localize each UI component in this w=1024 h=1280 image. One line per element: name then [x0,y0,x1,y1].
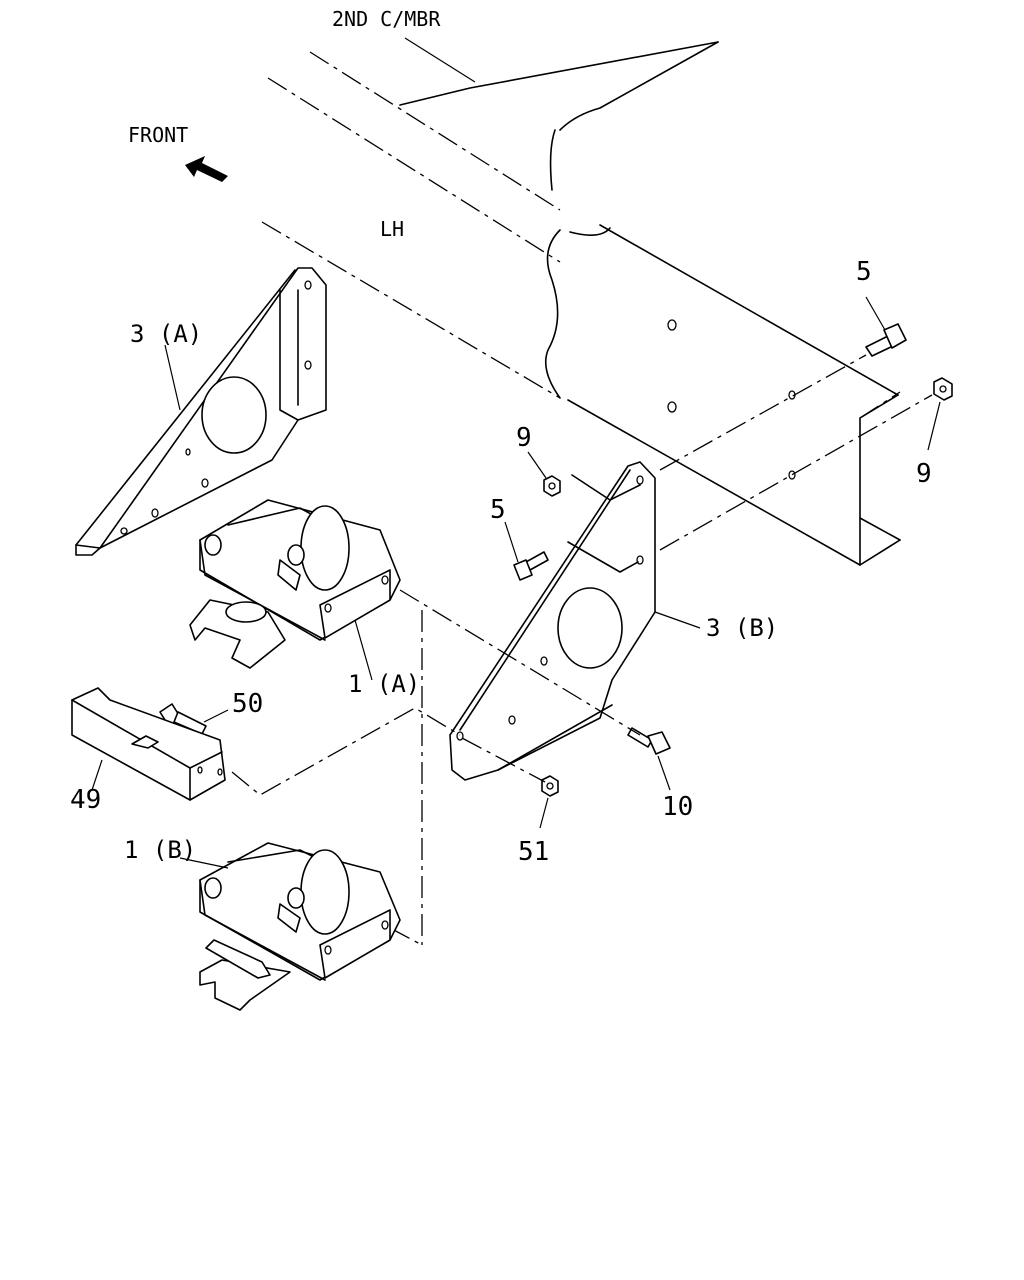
part-9-right-label: 9 [916,459,932,489]
leader-3b [654,611,701,629]
leader-9-mid [527,451,547,479]
leader-5-top [865,296,886,331]
crossmember-label: 2ND C/MBR [332,7,441,31]
leader-51 [539,797,549,829]
leader-49 [91,759,103,791]
nut-51 [541,775,559,797]
leader-1a [354,619,373,681]
part-49-label: 49 [70,785,101,815]
part-3a-label: 3 (A) [130,320,202,348]
part-9-mid-label: 9 [516,423,532,453]
frame-rail [261,41,901,566]
bracket-3a [75,267,327,556]
part-1a-label: 1 (A) [348,670,420,698]
mount-1b [199,842,401,1011]
part-5-mid-label: 5 [490,495,506,525]
nut-9-mid [543,475,561,497]
mount-1a [189,499,401,669]
nut-9-right [933,377,953,401]
part-10-label: 10 [662,792,693,822]
bracket-3b [449,461,656,781]
leader-10 [657,755,671,791]
leader-9-right [927,401,941,451]
crossmember-leader [404,37,476,83]
part-50-label: 50 [232,689,263,719]
cover-49 [71,687,226,801]
part-3b-label: 3 (B) [706,614,778,642]
front-label: FRONT [128,123,188,147]
bolt-5-mid [513,551,549,581]
part-5-top-label: 5 [856,257,872,287]
bolt-10 [627,727,671,755]
part-51-label: 51 [518,837,549,867]
front-arrow-icon [185,156,228,182]
part-1b-label: 1 (B) [124,836,196,864]
leader-3a [164,344,181,411]
bolt-5-top [865,323,907,357]
side-label: LH [380,217,404,241]
leader-5-mid [504,521,519,563]
leader-50 [203,709,229,723]
leader-1b [179,857,229,869]
